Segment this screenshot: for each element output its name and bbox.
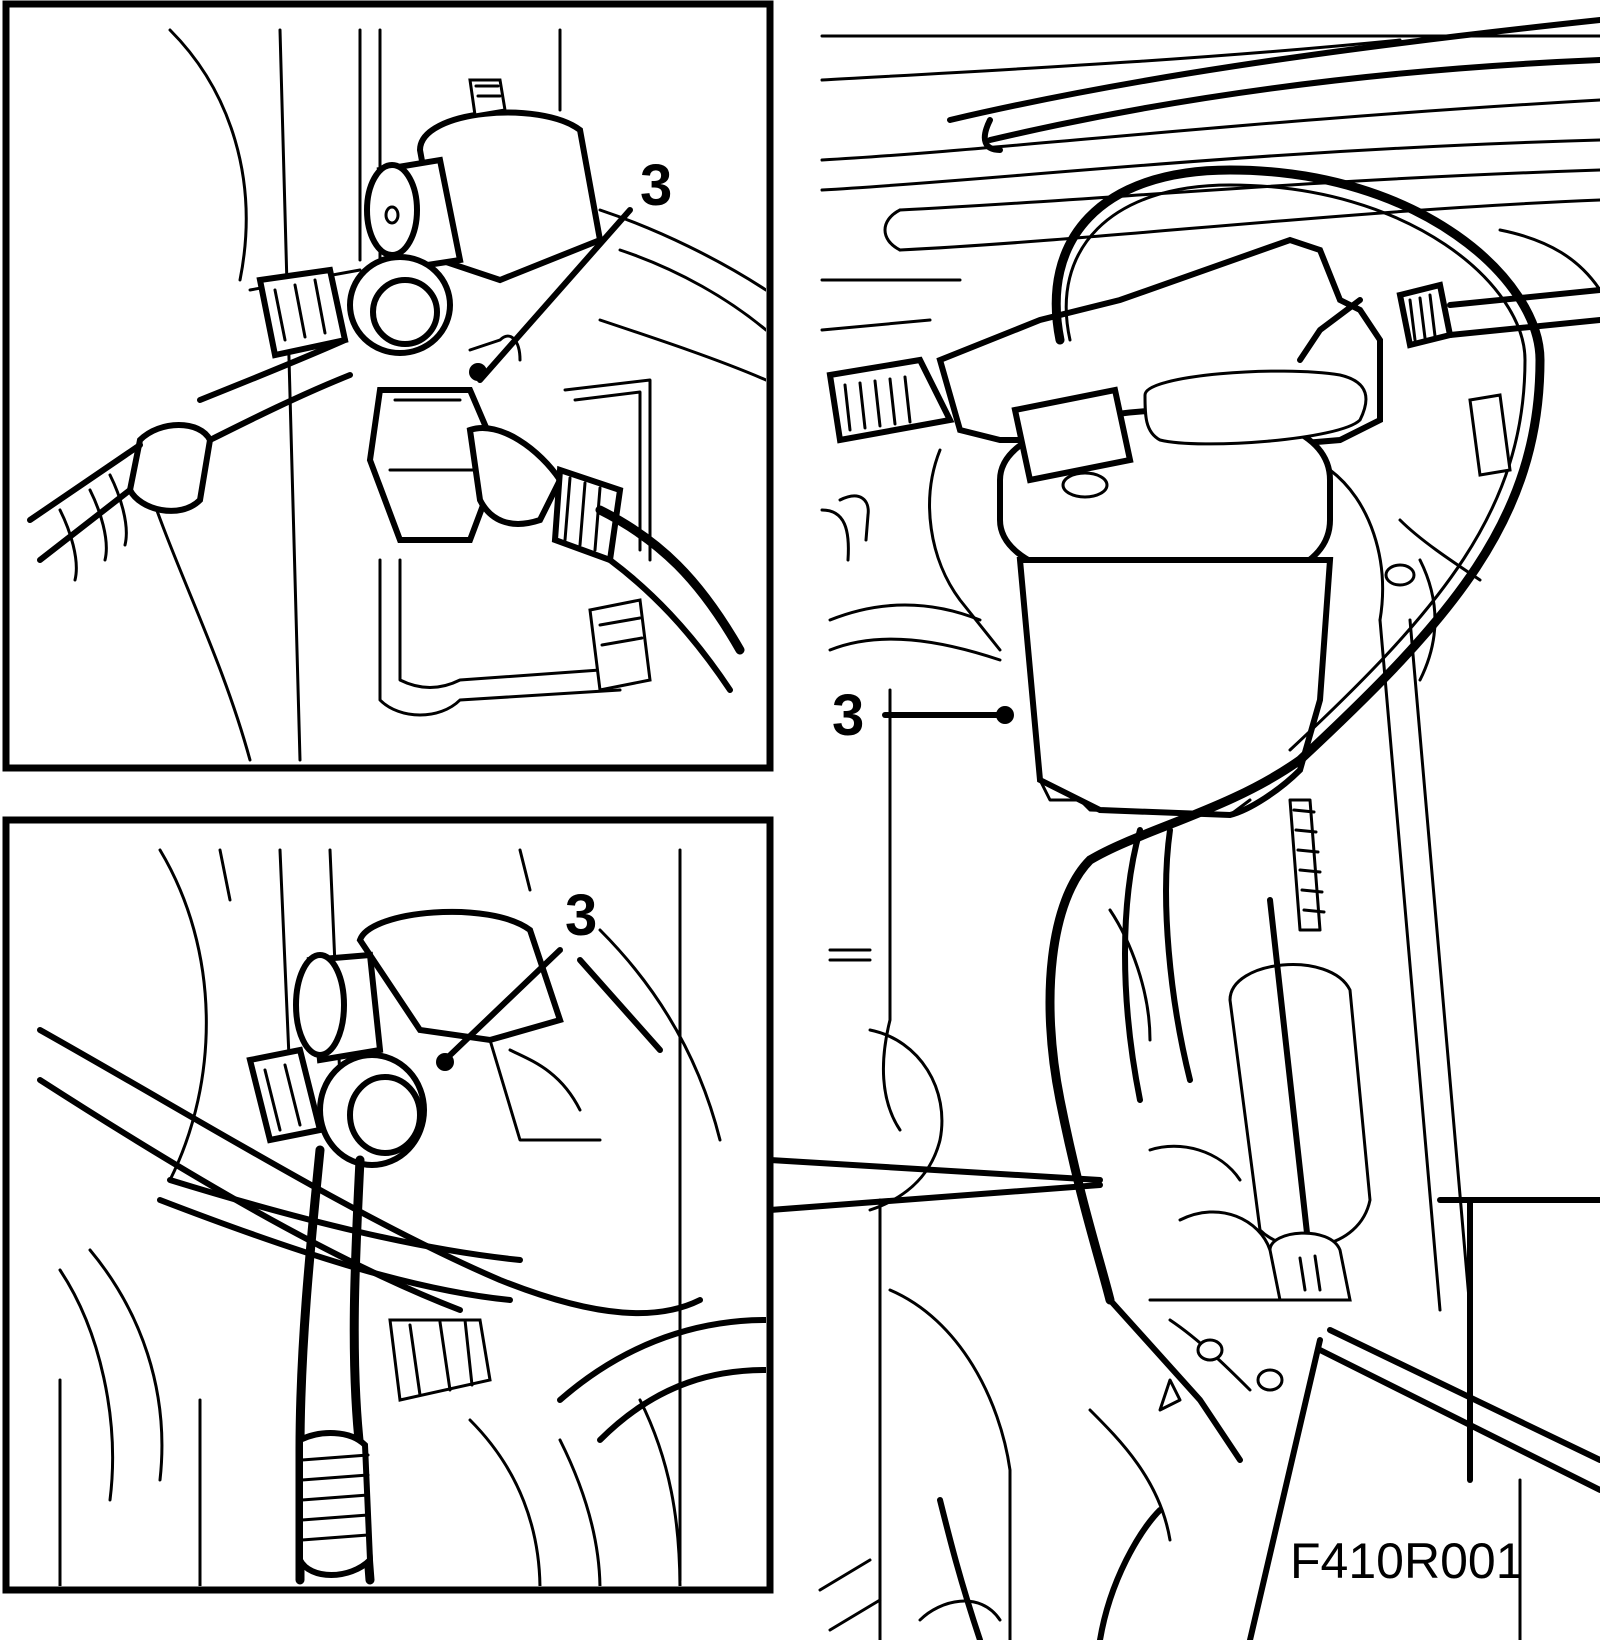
bottom-inset-callout: 3	[565, 883, 597, 948]
figure-id: F410R001	[1290, 1533, 1524, 1589]
main-view	[818, 17, 1600, 1640]
top-inset-callout: 3	[640, 153, 672, 218]
top-inset-callout-dot	[469, 363, 487, 381]
top-inset: 3	[2, 0, 774, 772]
top-inset-callout-leader	[477, 207, 633, 383]
bottom-inset: 3	[2, 816, 774, 1594]
main-view-callout-group: 3	[832, 683, 1014, 748]
magnification-leader	[767, 1157, 1103, 1213]
main-view-callout: 3	[832, 683, 864, 748]
bottom-inset-callout-dot	[436, 1053, 454, 1071]
bottom-inset-callout-leader	[442, 947, 563, 1063]
main-view-callout-dot	[996, 706, 1014, 724]
